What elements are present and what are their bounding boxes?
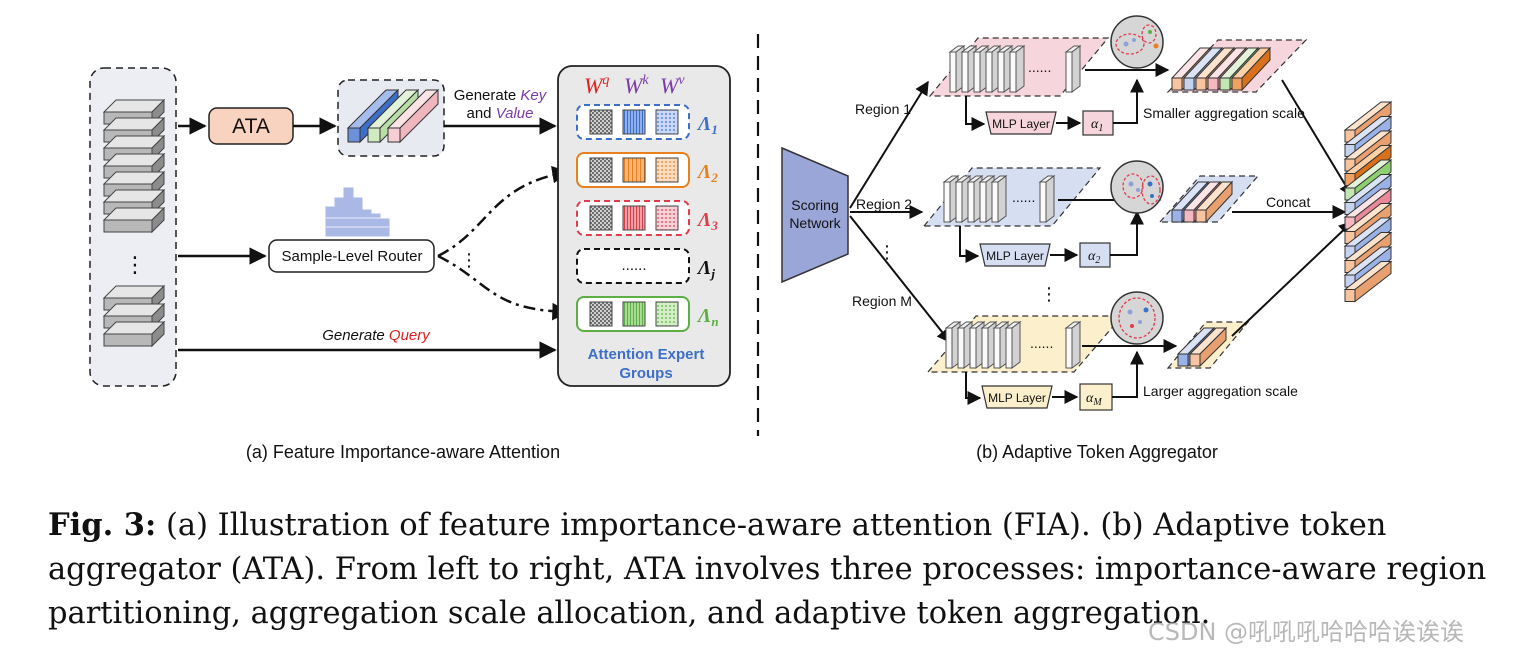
expert-3: Λ3 <box>576 200 718 236</box>
scoring-label-line2: Network <box>789 215 841 231</box>
region-2-label: Region 2 <box>856 196 912 212</box>
svg-text:MLP Layer: MLP Layer <box>986 249 1044 263</box>
larger-scale-label: Larger aggregation scale <box>1143 383 1298 399</box>
svg-text:⋮: ⋮ <box>878 242 896 262</box>
svg-text:Λn: Λn <box>696 305 719 329</box>
svg-text:αM: αM <box>1086 391 1102 408</box>
router-histogram <box>325 187 390 237</box>
concat-label: Concat <box>1266 194 1310 210</box>
sample-level-router-box <box>268 239 435 273</box>
panel-a-caption: (a) Feature Importance-aware Attention <box>246 442 560 462</box>
svg-text:α1: α1 <box>1091 117 1103 134</box>
region-1-label: Region 1 <box>855 101 911 117</box>
region-m-label: Region M <box>852 293 912 309</box>
output-token <box>1344 289 1356 302</box>
groups-label-line2: Groups <box>619 365 672 382</box>
caption-text: (a) Illustration of feature importance-a… <box>48 508 1487 631</box>
panel-b-caption: (b) Adaptive Token Aggregator <box>976 442 1218 462</box>
mlp-layer-2 <box>979 243 1051 267</box>
watermark: CSDN @吼吼吼哈哈哈诶诶诶 <box>1148 618 1465 646</box>
caption-label: Fig. 3: <box>48 507 157 543</box>
weight-labels: Wq Wk Wv <box>584 73 685 98</box>
figure-caption: Fig. 3: (a) Illustration of feature impo… <box>48 503 1488 636</box>
arrow-region-1 <box>849 80 929 209</box>
scoring-network <box>781 146 849 284</box>
router-arrow-to-expert-2 <box>437 165 570 258</box>
region-2-tokens: ...... <box>922 167 1102 227</box>
region-m-tokens: ...... <box>926 315 1124 373</box>
generate-query-text: Generate Query <box>322 327 431 344</box>
svg-text:Λj: Λj <box>696 257 715 281</box>
expert-n: Λn <box>576 296 719 332</box>
expert-1: Λ1 <box>576 104 718 140</box>
svg-text:......: ...... <box>1028 59 1051 75</box>
svg-text:Wv: Wv <box>660 73 685 98</box>
mlp-layer-m <box>981 385 1053 409</box>
svg-text:Wq: Wq <box>584 73 609 98</box>
svg-text:Λ2: Λ2 <box>696 161 718 185</box>
and-value-text: and Value <box>466 105 533 122</box>
mlp-layer-1 <box>985 111 1057 135</box>
svg-text:......: ...... <box>1012 189 1035 205</box>
panel-a: ⋮ ATA Generate Key and Value S <box>89 65 731 462</box>
expert-2: Λ2 <box>576 152 718 188</box>
input-feature-stack <box>103 99 165 347</box>
svg-text:MLP Layer: MLP Layer <box>988 391 1046 405</box>
region-2-output-tokens <box>1158 175 1260 224</box>
router-arrow-to-expert-n <box>437 254 570 321</box>
svg-text:α2: α2 <box>1088 249 1100 266</box>
figure-diagram: ⋮ ATA Generate Key and Value S <box>89 15 1393 462</box>
svg-text:MLP Layer: MLP Layer <box>992 117 1050 131</box>
panel-b: Scoring Network Region 1 Region 2 Region… <box>781 15 1393 462</box>
svg-text:Wk: Wk <box>624 73 649 98</box>
region-2-cluster-icon <box>1110 160 1164 214</box>
svg-text:......: ...... <box>621 257 646 274</box>
groups-label-line1: Attention Expert <box>588 346 705 363</box>
aggregated-tokens <box>346 88 440 144</box>
region-1-output-tokens <box>1166 39 1308 93</box>
generate-key-text: Generate Key <box>454 87 548 104</box>
svg-text:Λ3: Λ3 <box>696 209 718 233</box>
alpha-m-box <box>1079 383 1113 411</box>
svg-text:⋮: ⋮ <box>1040 284 1058 304</box>
arrow-region-m <box>849 215 951 344</box>
svg-text:Λ1: Λ1 <box>696 113 718 137</box>
region-1-tokens: ...... <box>928 37 1110 97</box>
output-token <box>1354 260 1392 303</box>
scoring-label-line1: Scoring <box>791 197 838 213</box>
aggregated-output-stack <box>1343 100 1393 303</box>
region-1-cluster-icon <box>1110 15 1164 69</box>
expert-j: ...... Λj <box>576 248 715 284</box>
ata-label: ATA <box>232 115 270 138</box>
region-m-output-tokens <box>1166 321 1250 369</box>
svg-text:⋮: ⋮ <box>460 250 478 270</box>
region-m-cluster-icon <box>1110 291 1164 345</box>
input-vdots: ⋮ <box>124 252 146 277</box>
svg-text:......: ...... <box>1030 335 1053 351</box>
router-label: Sample-Level Router <box>282 248 423 265</box>
smaller-scale-label: Smaller aggregation scale <box>1143 105 1305 121</box>
